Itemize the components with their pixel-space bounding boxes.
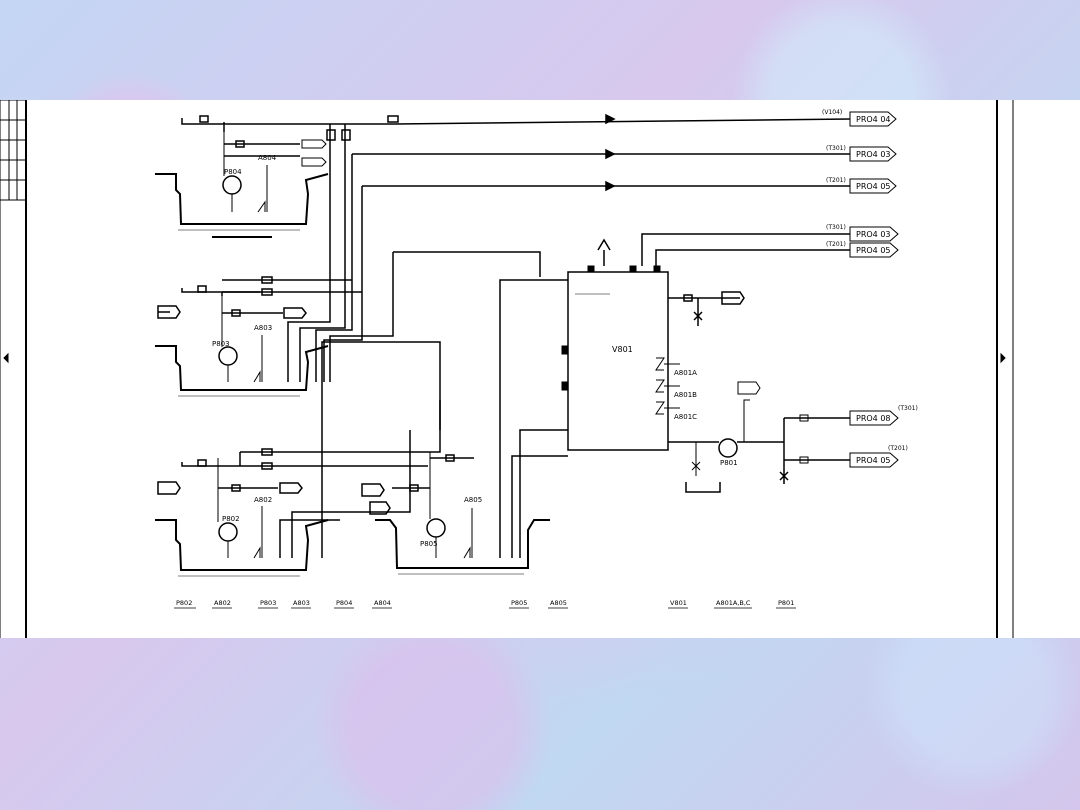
agitator-a801c-label: A801C bbox=[674, 413, 697, 421]
legend-code: A805 bbox=[550, 599, 567, 607]
agitator-a802-label: A802 bbox=[254, 496, 272, 504]
drawing-sheet: P804 A804 PRO4 04 PR bbox=[0, 100, 1080, 638]
agitator-a802: A802 bbox=[253, 496, 272, 559]
tag-right1: PRO4 08 bbox=[856, 414, 891, 423]
agitator-a804-label: A804 bbox=[258, 154, 277, 162]
dest-tags-mid: PRO4 03 PRO4 05 (T301) (T201) bbox=[826, 224, 899, 258]
agitator-a803: A803 bbox=[253, 324, 272, 383]
pump-p803: P803 bbox=[212, 296, 238, 382]
pump-p805: P805 bbox=[420, 452, 446, 558]
pump-p803-label: P803 bbox=[212, 340, 230, 348]
pump-p802-label: P802 bbox=[222, 515, 240, 523]
tank-agitators: A801A A801B A801C bbox=[655, 357, 697, 421]
equipment-legend: P802 A802 P803 A803 P804 A804 P805 A805 … bbox=[176, 599, 794, 607]
legend-code: A801A,B,C bbox=[716, 599, 751, 607]
pump-p804-label: P804 bbox=[224, 168, 242, 176]
sump-pit-1 bbox=[155, 173, 329, 238]
pump-p801-label: P801 bbox=[720, 459, 738, 467]
main-headers bbox=[315, 113, 851, 382]
sump-pit-3 bbox=[155, 519, 329, 577]
dest-note-r6: (T301) bbox=[898, 405, 918, 412]
tag-top2: PRO4 03 bbox=[856, 150, 891, 159]
pump-p802: P802 bbox=[217, 458, 240, 558]
tag-right2: PRO4 05 bbox=[856, 456, 891, 465]
tag-mid1: PRO4 03 bbox=[856, 230, 891, 239]
tank-v801: V801 bbox=[561, 265, 669, 451]
legend-code: V801 bbox=[670, 599, 687, 607]
pit2-piping bbox=[157, 251, 541, 382]
instr-pit1 bbox=[301, 139, 327, 167]
dest-note-r5: (T201) bbox=[826, 241, 846, 248]
legend-code: P803 bbox=[260, 599, 276, 607]
dest-tags-top: PRO4 04 PRO4 03 PRO4 05 (V104) (T301) (T… bbox=[822, 109, 897, 194]
sump-pit-4 bbox=[375, 519, 550, 575]
dest-note-r2: (T301) bbox=[826, 145, 846, 152]
tag-mid2: PRO4 05 bbox=[856, 246, 891, 255]
dest-tags-right: PRO4 08 PRO4 05 (T301) (T201) bbox=[849, 405, 918, 468]
sheet-border bbox=[0, 100, 1014, 638]
agitator-a801b-label: A801B bbox=[674, 391, 697, 399]
agitator-a803-label: A803 bbox=[254, 324, 272, 332]
legend-code: A804 bbox=[374, 599, 391, 607]
agitator-a804: A804 bbox=[257, 154, 277, 213]
pid-diagram: P804 A804 PRO4 04 PR bbox=[0, 100, 1014, 638]
pump-p804: P804 bbox=[222, 132, 242, 212]
tank-v801-label: V801 bbox=[612, 345, 633, 354]
pit1-piping bbox=[181, 115, 396, 382]
dest-note-r4: (T301) bbox=[826, 224, 846, 231]
pump-p801: P801 bbox=[668, 381, 850, 493]
legend-code: P805 bbox=[511, 599, 527, 607]
agitator-a805-label: A805 bbox=[464, 496, 482, 504]
agitator-a801a-label: A801A bbox=[674, 369, 697, 377]
dest-note-r7: (T201) bbox=[888, 445, 908, 452]
sump-pit-2 bbox=[155, 345, 329, 397]
agitator-a805: A805 bbox=[463, 496, 482, 559]
legend-code: P801 bbox=[778, 599, 794, 607]
tag-top3: PRO4 05 bbox=[856, 182, 891, 191]
pump-p805-label: P805 bbox=[420, 540, 438, 548]
dest-note-r1: (V104) bbox=[822, 109, 842, 116]
pit4-piping bbox=[361, 279, 568, 558]
legend-code: P804 bbox=[336, 599, 352, 607]
pit3-piping bbox=[157, 341, 441, 558]
tank-top-piping bbox=[597, 233, 850, 326]
legend-code: A803 bbox=[293, 599, 310, 607]
tag-top1: PRO4 04 bbox=[856, 115, 891, 124]
legend-code: A802 bbox=[214, 599, 231, 607]
dest-note-r3: (T201) bbox=[826, 177, 846, 184]
legend-code: P802 bbox=[176, 599, 192, 607]
